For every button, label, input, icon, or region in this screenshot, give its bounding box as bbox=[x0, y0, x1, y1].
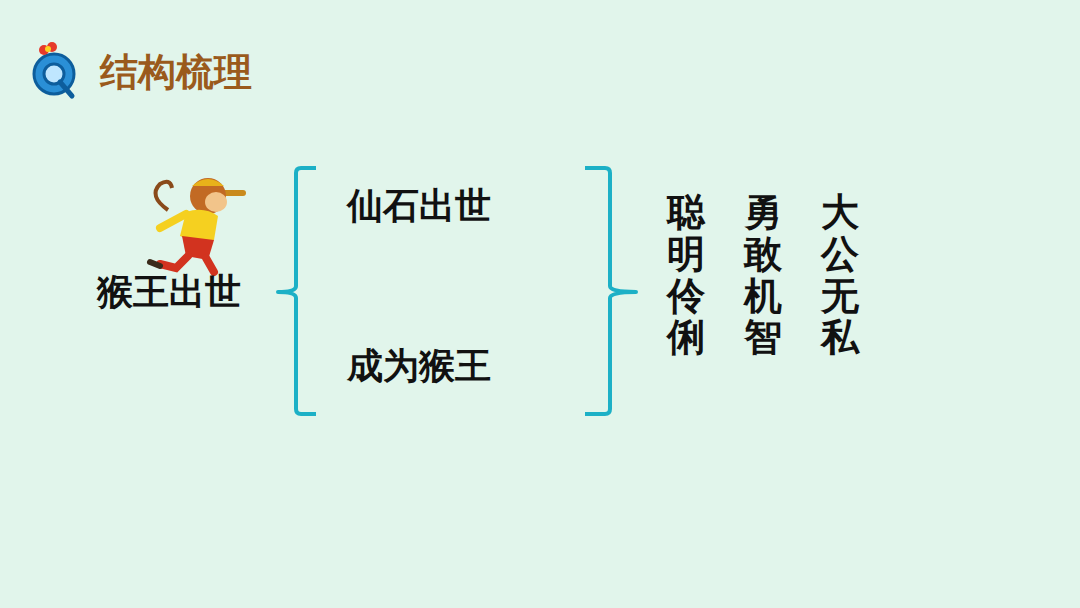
right-brace bbox=[585, 168, 636, 414]
main-topic: 猴王出世 bbox=[97, 270, 241, 313]
section-label: 仙石出世 bbox=[347, 184, 491, 227]
trait-column: 大公无私 bbox=[821, 192, 859, 359]
section-label: 成为猴王 bbox=[347, 344, 491, 387]
left-brace bbox=[278, 168, 316, 414]
slide-title: 结构梳理 bbox=[100, 50, 252, 96]
trait-column: 勇敢机智 bbox=[744, 192, 782, 359]
monkey-king bbox=[150, 178, 246, 272]
q-icon bbox=[34, 42, 74, 96]
trait-column: 聪明伶俐 bbox=[667, 192, 705, 359]
